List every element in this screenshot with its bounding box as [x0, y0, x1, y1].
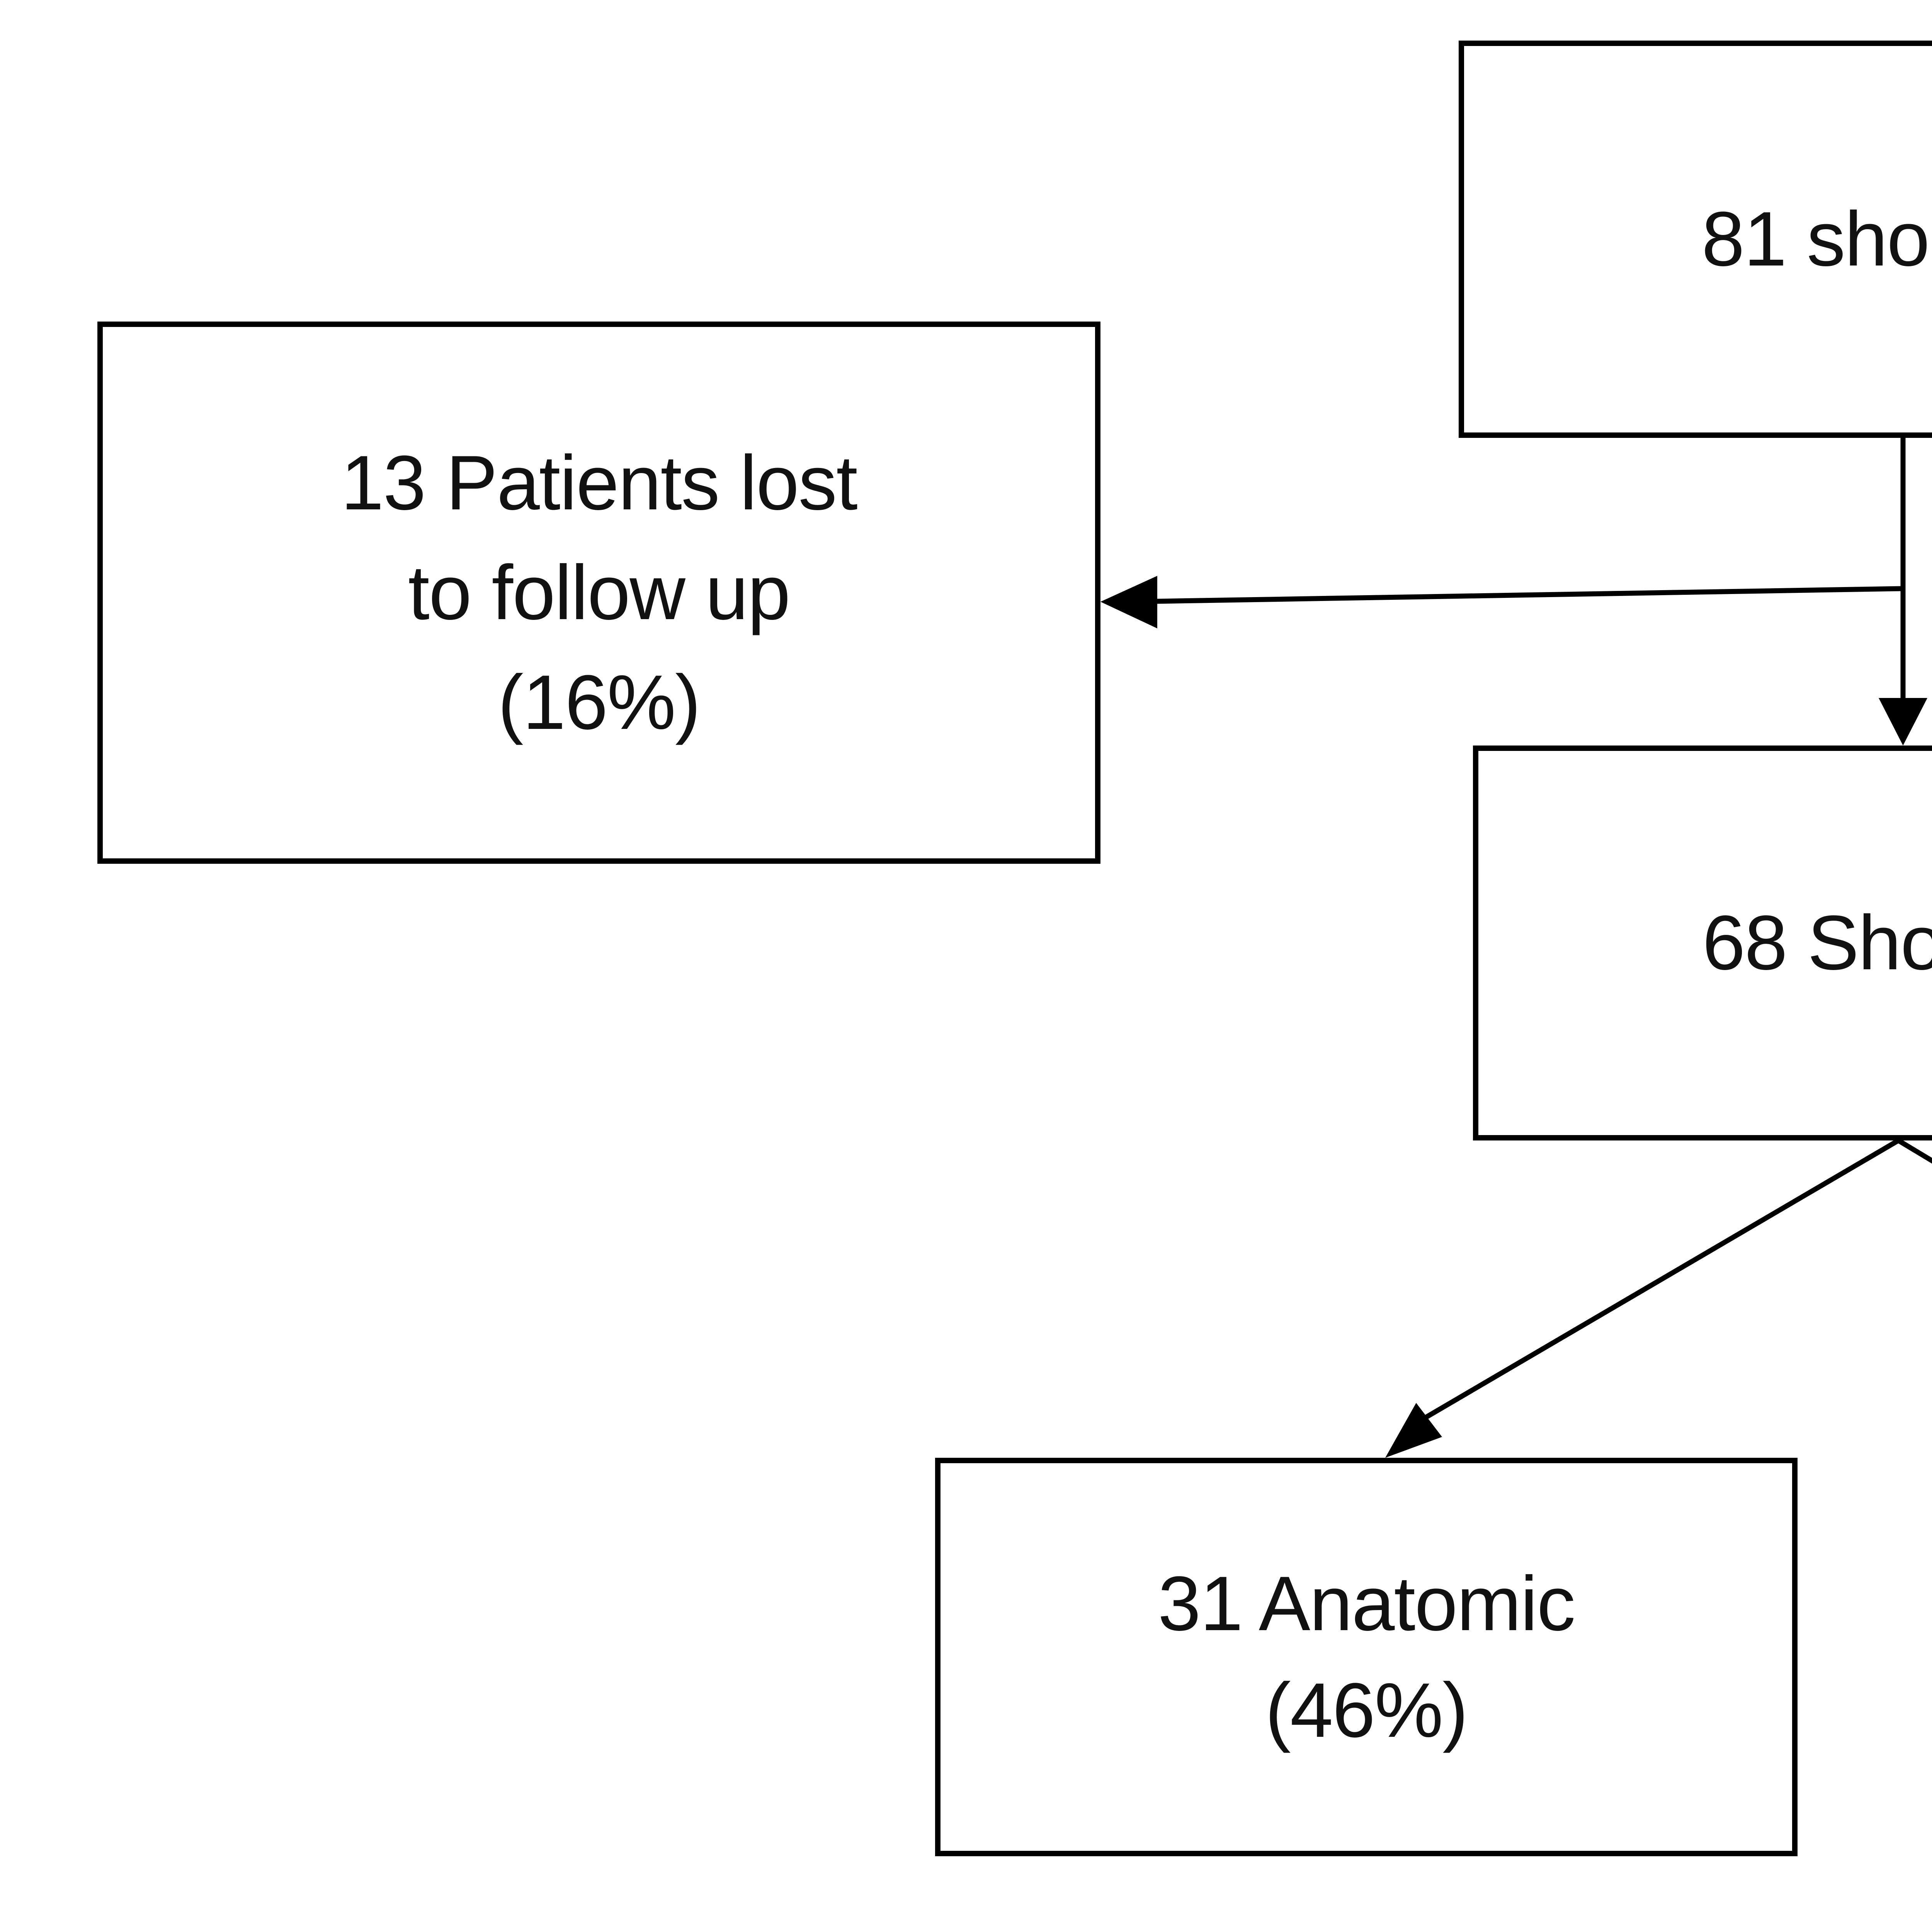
edge-line-enrolled-to-lost [1153, 586, 1902, 604]
edge-line-followed-to-reverse [1897, 1138, 1932, 1164]
arrowhead-left-to-lost [1100, 576, 1157, 628]
edge-line-followed-to-anatomic [1413, 1138, 1900, 1426]
node-followed-line-1: 68 Shoulder [1702, 900, 1932, 986]
edge-enrolled-to-lost [1100, 576, 1902, 628]
node-lost-to-follow-up: 13 Patients lost to follow up (16%) [97, 322, 1100, 864]
node-anatomic-line-2: (46%) [1265, 1667, 1468, 1753]
node-followed-shoulders: 68 Shoulder [1473, 746, 1932, 1140]
edge-followed-to-anatomic [1385, 1138, 1900, 1458]
node-enrolled-shoulders: 81 shoulder [1459, 41, 1932, 438]
node-enrolled-line-1: 81 shoulder [1701, 196, 1932, 282]
arrowhead-down-left-to-anatomic [1385, 1403, 1442, 1458]
arrowhead-down-to-followed [1879, 698, 1927, 746]
node-anatomic: 31 Anatomic (46%) [935, 1458, 1798, 1856]
edge-enrolled-to-followed [1879, 438, 1927, 746]
node-lost-line-2: to follow up [408, 549, 791, 636]
edge-followed-to-reverse [1897, 1138, 1932, 1164]
node-anatomic-line-1: 31 Anatomic [1158, 1560, 1576, 1647]
node-lost-line-3: (16%) [498, 659, 701, 746]
node-lost-line-1: 13 Patients lost [341, 439, 857, 526]
